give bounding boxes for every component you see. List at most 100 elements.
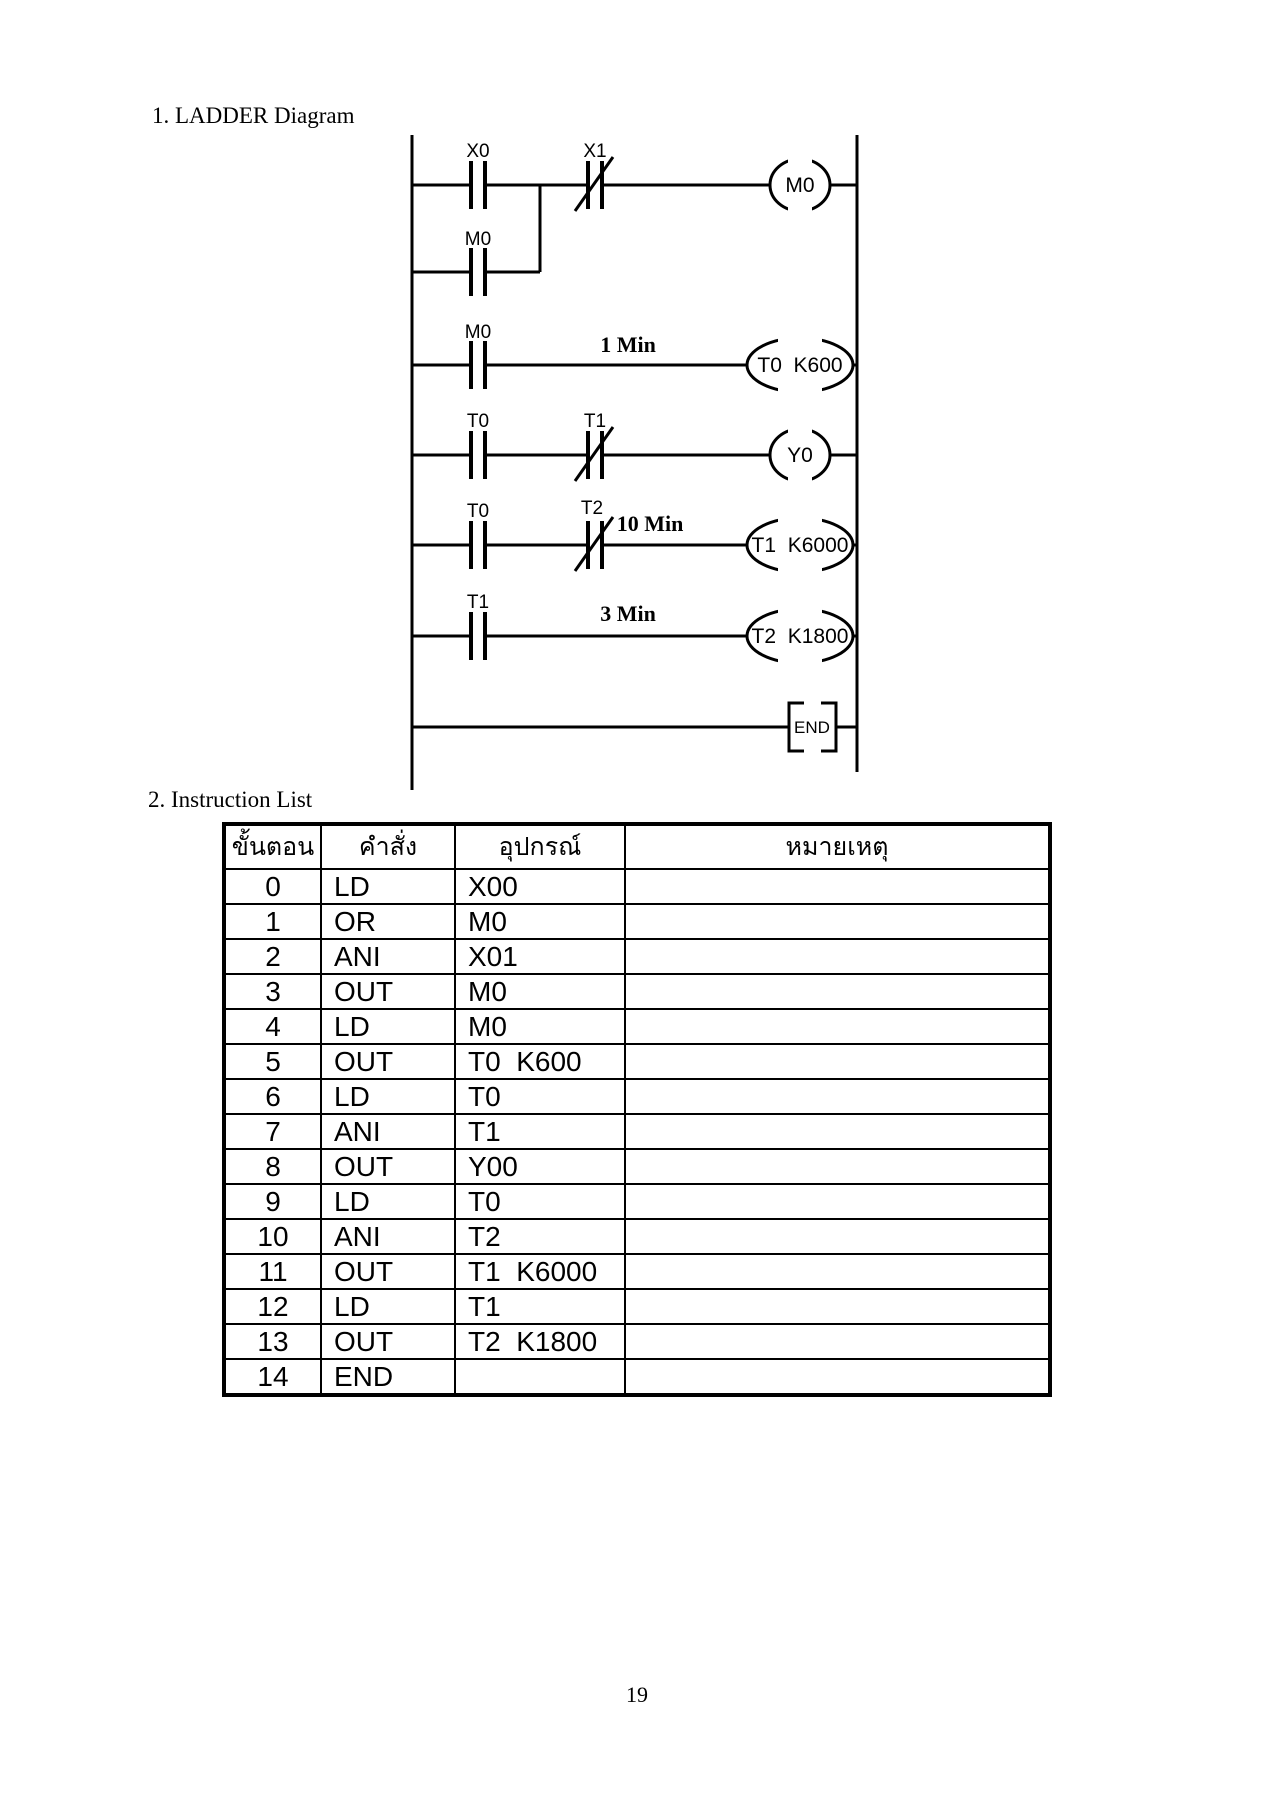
- header-remark: หมายเหตุ: [624, 823, 1051, 870]
- table-row: 7 ANI T1: [223, 1113, 1051, 1150]
- section-title-instruction-list: 2. Instruction List: [148, 787, 313, 812]
- cell-step: 10: [223, 1218, 322, 1255]
- cell-command: LD: [320, 1288, 456, 1325]
- cell-command: LD: [320, 1078, 456, 1115]
- cell-remark: [624, 1148, 1051, 1185]
- cell-remark: [624, 903, 1051, 940]
- coil-T0: [745, 333, 855, 397]
- cell-command: LD: [320, 1183, 456, 1220]
- nc-contact-X1: [573, 156, 615, 212]
- contact-label: X0: [466, 141, 489, 162]
- end-right-bracket: [821, 701, 838, 753]
- cell-device: T0: [454, 1183, 626, 1220]
- table-row: 1 OR M0: [223, 903, 1051, 940]
- coil-label: M0: [785, 174, 814, 197]
- cell-remark: [624, 1253, 1051, 1290]
- cell-step: 2: [223, 938, 322, 975]
- cell-remark: [624, 938, 1051, 975]
- cell-step: 0: [223, 868, 322, 905]
- cell-step: 9: [223, 1183, 322, 1220]
- cell-device: X00: [454, 868, 626, 905]
- coil-T1: [745, 513, 855, 577]
- cell-step: 13: [223, 1323, 322, 1360]
- header-device: อุปกรณ์: [454, 823, 626, 870]
- coil-label: T0 K600: [757, 354, 842, 377]
- contact-label: T2: [581, 498, 603, 519]
- cell-device: T1 K6000: [454, 1253, 626, 1290]
- cell-remark: [624, 973, 1051, 1010]
- nc-contact-T2: [573, 516, 615, 572]
- timer-duration-label: 10 Min: [617, 511, 684, 536]
- table-row: 8 OUT Y00: [223, 1148, 1051, 1185]
- cell-command: OUT: [320, 1043, 456, 1080]
- cell-device: T0: [454, 1078, 626, 1115]
- contact-label: T0: [467, 501, 489, 522]
- cell-command: OUT: [320, 973, 456, 1010]
- coil-T2: [745, 604, 855, 668]
- cell-remark: [624, 1078, 1051, 1115]
- contact-label: X1: [583, 141, 606, 162]
- cell-remark: [624, 1358, 1051, 1396]
- instruction-list-table: ขั้นตอน คำสั่ง อุปกรณ์ หมายเหตุ 0 LD X00…: [222, 822, 1052, 1397]
- table-row: 4 LD M0: [223, 1008, 1051, 1045]
- rung-4: T0 T2 10 Min T1 K6000: [412, 498, 857, 577]
- cell-device: X01: [454, 938, 626, 975]
- cell-command: OUT: [320, 1253, 456, 1290]
- cell-device: [454, 1358, 626, 1396]
- contact-label: T1: [467, 592, 489, 613]
- timer-duration-label: 3 Min: [600, 601, 656, 626]
- table-row: 10 ANI T2: [223, 1218, 1051, 1255]
- rung-3: T0 T1 Y0: [412, 411, 857, 486]
- cell-remark: [624, 1218, 1051, 1255]
- table-row: 5 OUT T0 K600: [223, 1043, 1051, 1080]
- cell-remark: [624, 1183, 1051, 1220]
- cell-step: 12: [223, 1288, 322, 1325]
- cell-command: LD: [320, 868, 456, 905]
- cell-device: M0: [454, 1008, 626, 1045]
- no-contact-T0: [469, 431, 487, 479]
- end-left-bracket: [787, 701, 804, 753]
- table-row: 9 LD T0: [223, 1183, 1051, 1220]
- cell-device: T0 K600: [454, 1043, 626, 1080]
- cell-command: ANI: [320, 1218, 456, 1255]
- cell-device: M0: [454, 973, 626, 1010]
- cell-command: END: [320, 1358, 456, 1396]
- table-row: 0 LD X00: [223, 868, 1051, 905]
- cell-command: OUT: [320, 1323, 456, 1360]
- coil-M0: [768, 154, 832, 216]
- no-contact-T1: [469, 612, 487, 660]
- cell-device: T1: [454, 1113, 626, 1150]
- table-row: 2 ANI X01: [223, 938, 1051, 975]
- coil-label: Y0: [787, 444, 813, 467]
- no-contact-M0: [469, 248, 487, 296]
- coil-label: T2 K1800: [752, 625, 849, 648]
- table-row: 3 OUT M0: [223, 973, 1051, 1010]
- cell-device: T1: [454, 1288, 626, 1325]
- section-title-ladder: 1. LADDER Diagram: [152, 103, 355, 128]
- instruction-table-header: ขั้นตอน คำสั่ง อุปกรณ์ หมายเหตุ: [223, 823, 1051, 870]
- cell-step: 4: [223, 1008, 322, 1045]
- table-row: 12 LD T1: [223, 1288, 1051, 1325]
- cell-command: OR: [320, 903, 456, 940]
- branch-M0: M0: [412, 185, 542, 296]
- ladder-diagram: X0 X1 M0 M0: [410, 135, 859, 790]
- cell-step: 8: [223, 1148, 322, 1185]
- timer-duration-label: 1 Min: [600, 332, 656, 357]
- cell-step: 11: [223, 1253, 322, 1290]
- cell-step: 14: [223, 1358, 322, 1396]
- cell-step: 5: [223, 1043, 322, 1080]
- cell-device: T2 K1800: [454, 1323, 626, 1360]
- cell-device: T2: [454, 1218, 626, 1255]
- rung-5: T1 3 Min T2 K1800: [412, 592, 857, 668]
- cell-step: 1: [223, 903, 322, 940]
- cell-remark: [624, 1323, 1051, 1360]
- cell-remark: [624, 1113, 1051, 1150]
- cell-device: M0: [454, 903, 626, 940]
- cell-step: 7: [223, 1113, 322, 1150]
- cell-step: 3: [223, 973, 322, 1010]
- table-row: 11 OUT T1 K6000: [223, 1253, 1051, 1290]
- nc-contact-T1: [573, 426, 615, 482]
- contact-label: T1: [584, 411, 606, 432]
- rung-2: M0 1 Min T0 K600: [412, 322, 857, 397]
